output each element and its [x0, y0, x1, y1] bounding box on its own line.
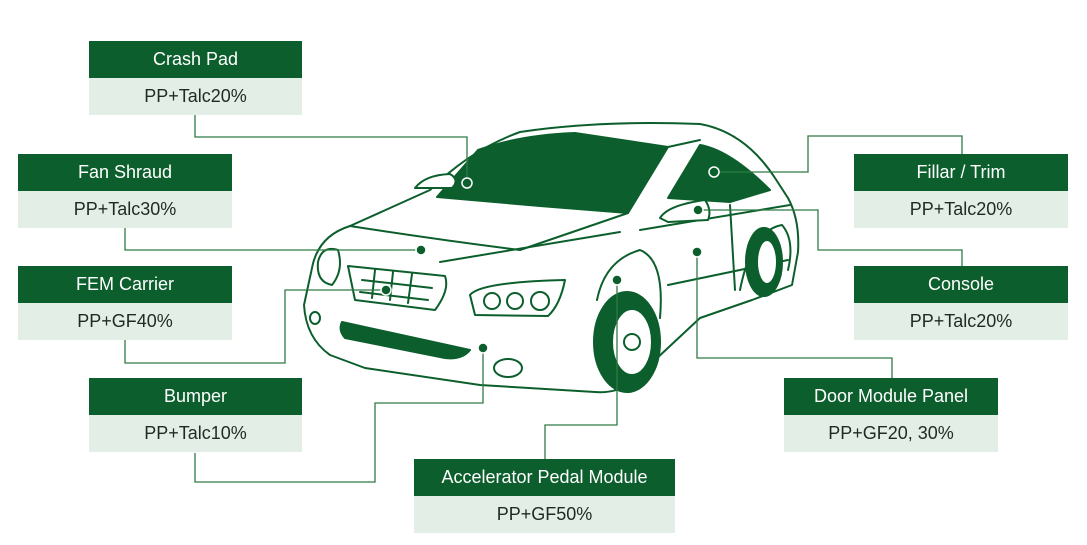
label-door-module-panel: Door Module Panel PP+GF20, 30% [784, 378, 998, 452]
leader-accelerator [544, 280, 618, 460]
leader-fan-shraud [124, 228, 421, 251]
dot-fan-shraud [415, 244, 427, 256]
label-fillar-trim-title: Fillar / Trim [854, 154, 1068, 191]
label-accelerator-pedal: Accelerator Pedal Module PP+GF50% [414, 459, 675, 533]
leader-door-module [696, 252, 893, 378]
car-illustration [303, 122, 800, 394]
leader-console [698, 209, 963, 266]
leader-fillar-trim [714, 135, 963, 173]
label-console-material: PP+Talc20% [854, 303, 1068, 340]
dot-console [692, 204, 704, 216]
label-bumper: Bumper PP+Talc10% [89, 378, 302, 452]
dot-fem-carrier [380, 284, 392, 296]
leader-bumper [194, 348, 484, 483]
dot-door-module [691, 246, 703, 258]
label-fillar-trim-material: PP+Talc20% [854, 191, 1068, 228]
label-accelerator-pedal-material: PP+GF50% [414, 496, 675, 533]
leader-lines [124, 115, 963, 483]
dot-accelerator [611, 274, 623, 286]
label-crash-pad: Crash Pad PP+Talc20% [89, 41, 302, 115]
label-door-module-panel-material: PP+GF20, 30% [784, 415, 998, 452]
label-door-module-panel-title: Door Module Panel [784, 378, 998, 415]
label-crash-pad-material: PP+Talc20% [89, 78, 302, 115]
leader-crash-pad [194, 115, 468, 183]
leader-dots [380, 166, 720, 354]
label-console: Console PP+Talc20% [854, 266, 1068, 340]
label-bumper-title: Bumper [89, 378, 302, 415]
label-console-title: Console [854, 266, 1068, 303]
label-fan-shraud: Fan Shraud PP+Talc30% [18, 154, 232, 228]
leader-fem-carrier [124, 289, 386, 364]
dot-crash-pad [461, 177, 473, 189]
dot-bumper [477, 342, 489, 354]
label-fan-shraud-title: Fan Shraud [18, 154, 232, 191]
label-fem-carrier-material: PP+GF40% [18, 303, 232, 340]
label-fillar-trim: Fillar / Trim PP+Talc20% [854, 154, 1068, 228]
label-crash-pad-title: Crash Pad [89, 41, 302, 78]
label-fan-shraud-material: PP+Talc30% [18, 191, 232, 228]
label-accelerator-pedal-title: Accelerator Pedal Module [414, 459, 675, 496]
label-fem-carrier-title: FEM Carrier [18, 266, 232, 303]
label-bumper-material: PP+Talc10% [89, 415, 302, 452]
dot-fillar-trim [708, 166, 720, 178]
label-fem-carrier: FEM Carrier PP+GF40% [18, 266, 232, 340]
